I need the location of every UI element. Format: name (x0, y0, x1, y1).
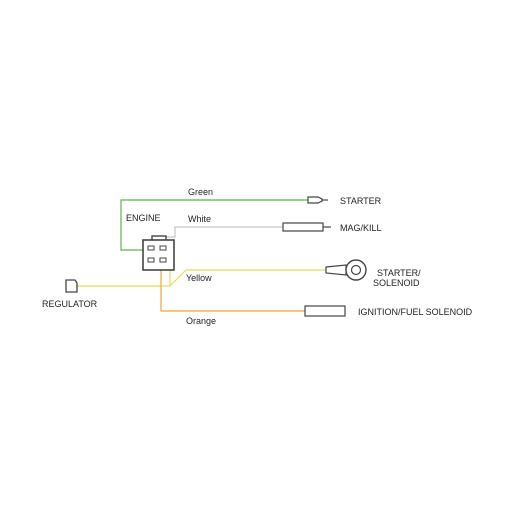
orange-wire (160, 270, 305, 312)
bullet-connector-icon (282, 222, 331, 232)
ignition-fuel-solenoid-label: IGNITION/FUEL SOLENOID (358, 307, 473, 317)
yellow-wire-label: Yellow (186, 273, 212, 283)
orange-wire-label: Orange (186, 316, 216, 326)
starter-solenoid-label-line2: SOLENOID (373, 278, 420, 288)
regulator-plug-icon (65, 279, 78, 293)
white-wire (166, 226, 283, 238)
spade-terminal-icon (307, 196, 328, 204)
mag-kill-label: MAG/KILL (340, 223, 382, 233)
yellow-wire (77, 269, 326, 287)
starter-solenoid-label-line1: STARTER/ (377, 268, 421, 278)
green-wire-label: Green (188, 187, 213, 197)
engine-label: ENGINE (126, 213, 161, 223)
regulator-label: REGULATOR (42, 299, 98, 309)
starter-label: STARTER (340, 196, 382, 206)
green-wire (120, 199, 308, 251)
ring-terminal-icon (325, 259, 367, 281)
white-wire-label: White (188, 214, 211, 224)
sleeve-connector-icon (304, 305, 346, 317)
engine-connector-icon (142, 235, 175, 271)
